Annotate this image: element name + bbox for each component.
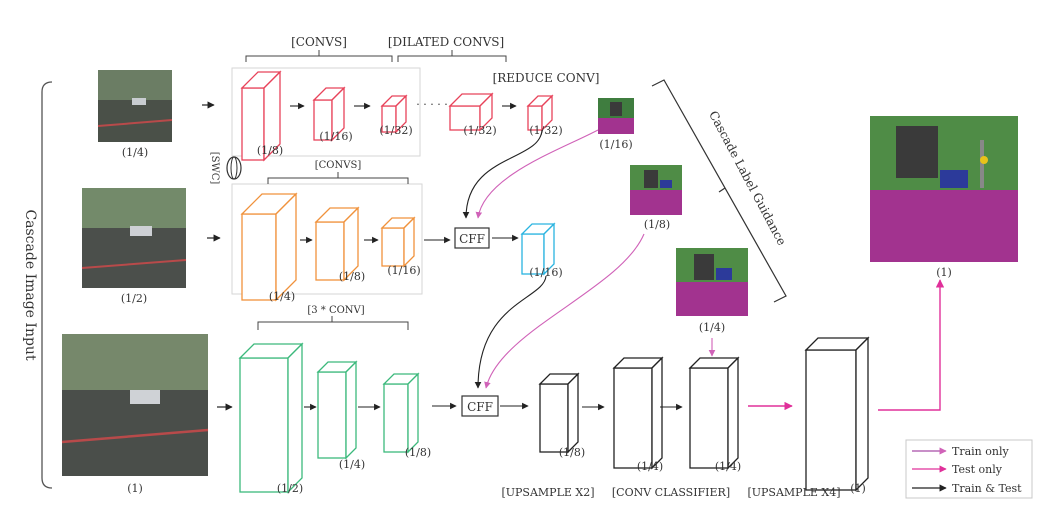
bracket-convs-top (245, 55, 393, 62)
legend-train-only: Train only (952, 445, 1009, 458)
b2-conv-3-feature-map (380, 216, 416, 268)
b1-conv-3-feature-map (380, 94, 408, 134)
b1-conv-4-scale-label: (1/32) (463, 124, 496, 137)
b1-conv-3-scale-label: (1/32) (379, 124, 412, 137)
branch2-panel (231, 183, 423, 295)
label-swc: [SWC] (209, 152, 220, 185)
b2-conv-1-feature-map (240, 192, 298, 302)
b1-reduce-feature-map (526, 94, 554, 132)
b3-conv-2-scale-label: (1/4) (339, 458, 365, 471)
b1-conv-2-feature-map (312, 86, 346, 142)
dec-conv-4-scale-label: (1) (850, 482, 866, 495)
label-three-conv: [3 * CONV] (307, 305, 364, 316)
b3-conv-1-feature-map (238, 342, 304, 494)
label-reduce: [REDUCE CONV] (493, 71, 600, 85)
label-classifier: [CONV CLASSIFIER] (612, 486, 730, 499)
b1-conv-1-scale-label: (1/8) (257, 144, 283, 157)
dec-conv-1-feature-map (538, 372, 580, 454)
b1-conv-2-scale-label: (1/16) (319, 130, 352, 143)
cff-box-1: CFF (454, 227, 490, 249)
cff1-out-scale-label: (1/16) (529, 266, 562, 279)
bracket-convs-mid (267, 177, 409, 184)
dec-conv-2-scale-label: (1/4) (637, 460, 663, 473)
b1-conv-4-feature-map (448, 92, 494, 132)
label-upsample4: [UPSAMPLE X4] (747, 486, 840, 499)
dec-conv-2-feature-map (612, 356, 664, 470)
b3-conv-2-feature-map (316, 360, 358, 460)
seg-map-16 (598, 98, 634, 134)
b1-conv-1-feature-map (240, 70, 282, 162)
b3-conv-3-feature-map (382, 372, 420, 454)
dec-conv-3-feature-map (688, 356, 740, 470)
seg-scale-out: (1) (936, 266, 952, 279)
input-image-full (61, 334, 209, 476)
branch1-panel (231, 67, 421, 157)
legend-test-only: Test only (952, 463, 1003, 476)
label-convs-top: [CONVS] (291, 35, 347, 49)
b2-conv-3-scale-label: (1/16) (387, 264, 420, 277)
seg-scale-4: (1/4) (699, 321, 725, 334)
seg-scale-16: (1/16) (599, 138, 632, 151)
cff1-out-feature-map (520, 222, 556, 276)
b2-conv-2-feature-map (314, 206, 360, 282)
seg-scale-8: (1/8) (644, 218, 670, 231)
input-image-half (81, 188, 187, 288)
input-image-quarter (97, 70, 173, 142)
img-scale-full: (1) (127, 482, 143, 495)
dec-conv-3-scale-label: (1/4) (715, 460, 741, 473)
b2-conv-2-scale-label: (1/8) (339, 270, 365, 283)
bracket-dilated (397, 55, 507, 62)
label-dilated: [DILATED CONVS] (388, 35, 504, 49)
input-brace (41, 81, 53, 489)
cff-label-2: CFF (467, 400, 493, 414)
legend-train-test: Train & Test (952, 482, 1022, 495)
label-upsample2: [UPSAMPLE X2] (501, 486, 594, 499)
b3-conv-1-scale-label: (1/2) (277, 482, 303, 495)
b2-conv-1-scale-label: (1/4) (269, 290, 295, 303)
label-convs-mid: [CONVS] (315, 160, 362, 171)
cff-box-2: CFF (461, 395, 499, 417)
swc-swap-icon (226, 156, 242, 180)
b1-reduce-scale-label: (1/32) (529, 124, 562, 137)
img-scale-half: (1/2) (121, 292, 147, 305)
output-seg-map (870, 116, 1018, 262)
feature-maps (238, 70, 870, 494)
seg-map-4 (676, 248, 748, 316)
bracket-three-conv (257, 321, 409, 330)
flow-arrows (290, 102, 945, 411)
cff-label-1: CFF (459, 232, 485, 246)
dec-conv-1-scale-label: (1/8) (559, 446, 585, 459)
dots: · · · · · (416, 98, 447, 111)
legend: Train only Test only Train & Test (905, 439, 1033, 499)
side-label: Cascade Image Input (22, 209, 38, 361)
feature-scale-labels: (1/8) (1/16) (1/32) (1/32) (1/32) (1/4) (1/8) (… (257, 124, 866, 495)
b3-conv-3-scale-label: (1/8) (405, 446, 431, 459)
img-scale-quarter: (1/4) (122, 146, 148, 159)
seg-map-8 (630, 165, 682, 215)
dec-conv-4-feature-map (804, 336, 870, 492)
